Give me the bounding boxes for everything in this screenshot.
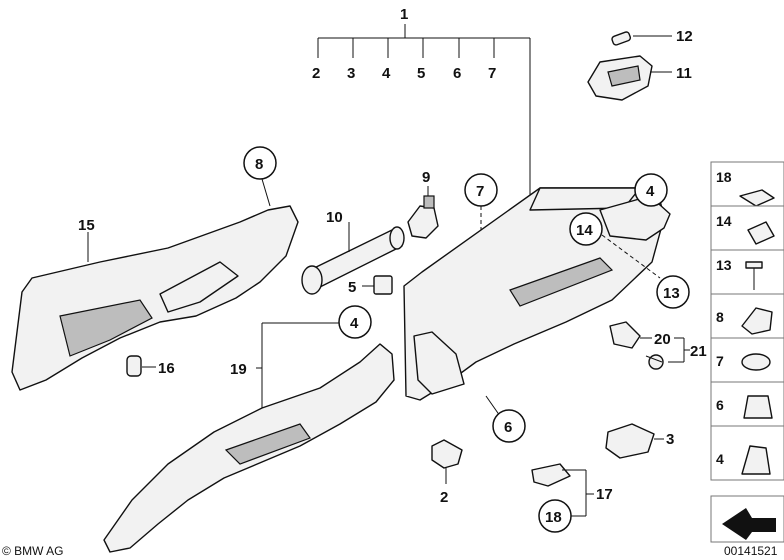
legend-label-14: 14 — [716, 213, 732, 229]
callout-circle-8 — [243, 146, 277, 180]
legend-label-18: 18 — [716, 169, 732, 185]
callout-3: 3 — [666, 431, 674, 448]
callout-group-1: 1 2 3 4 5 6 7 — [312, 6, 531, 196]
callout-11: 11 — [676, 65, 692, 82]
callout-12: 12 — [676, 28, 693, 45]
part-3-lamp: 3 — [605, 423, 674, 459]
callout-1: 1 — [400, 6, 408, 23]
legend-label-4: 4 — [716, 451, 724, 467]
callout-4-top: 4 — [382, 65, 391, 82]
callout-circle-18 — [538, 499, 572, 533]
part-14-13-callouts: 14 13 — [569, 212, 690, 309]
callout-circle-13 — [656, 275, 690, 309]
callout-circle-4-mid — [338, 305, 372, 339]
callout-circle-6 — [492, 409, 526, 443]
part-1-glovebox — [403, 187, 665, 401]
callout-6: 6 — [504, 419, 512, 436]
legend-label-7: 7 — [716, 353, 724, 369]
callout-7: 7 — [476, 183, 484, 200]
callout-13: 13 — [663, 285, 680, 302]
callout-circle-14 — [569, 212, 603, 246]
part-20-21-lock: 20 21 — [609, 321, 707, 370]
callout-16: 16 — [158, 360, 175, 377]
callout-4-upper: 4 — [646, 183, 655, 200]
legend-cell-14 — [710, 205, 784, 251]
small-parts-legend: 18 14 13 8 7 6 4 — [710, 161, 784, 543]
callout-4-middle: 4 — [350, 315, 359, 332]
copyright-text: © BMW AG — [2, 544, 64, 558]
part-17-18-pads: 17 18 — [531, 463, 613, 533]
part-16-plug: 16 — [126, 355, 175, 377]
callout-19: 19 — [230, 361, 247, 378]
legend-cell-13 — [710, 249, 784, 295]
callout-15: 15 — [78, 217, 95, 234]
part-9-damper: 9 — [407, 169, 439, 239]
part-2-clip: 2 — [431, 439, 463, 506]
part-6-callout: 6 — [485, 395, 526, 443]
part-4-lid-frame: 4 — [599, 173, 671, 241]
callout-18: 18 — [545, 509, 562, 526]
callout-8: 8 — [255, 156, 263, 173]
callout-3-top: 3 — [347, 65, 355, 82]
callout-17: 17 — [596, 486, 613, 503]
legend-label-8: 8 — [716, 309, 724, 325]
arrow-icon — [722, 508, 776, 540]
callout-10: 10 — [326, 209, 343, 226]
part-15-trim-panel: 15 8 — [11, 146, 299, 391]
callout-2: 2 — [440, 489, 448, 506]
callout-21: 21 — [690, 343, 707, 360]
callout-circle-4-top — [634, 173, 668, 207]
part-19-trim-panel: 4 19 — [103, 305, 395, 553]
callout-20: 20 — [654, 331, 671, 348]
callout-5: 5 — [348, 279, 356, 296]
callout-14: 14 — [576, 222, 593, 239]
callout-2-top: 2 — [312, 65, 320, 82]
part-10-tube: 10 — [301, 209, 405, 295]
callout-7-top: 7 — [488, 65, 496, 82]
legend-label-13: 13 — [716, 257, 732, 273]
part-5-clip: 5 — [348, 275, 393, 296]
part-12-bulb: 12 — [611, 28, 693, 46]
diagram-number: 00141521 — [724, 544, 778, 558]
callout-5-top: 5 — [417, 65, 425, 82]
callout-9: 9 — [422, 169, 430, 186]
part-11-lamp-housing: 11 — [587, 55, 692, 101]
legend-label-6: 6 — [716, 397, 724, 413]
callout-6-top: 6 — [453, 65, 461, 82]
